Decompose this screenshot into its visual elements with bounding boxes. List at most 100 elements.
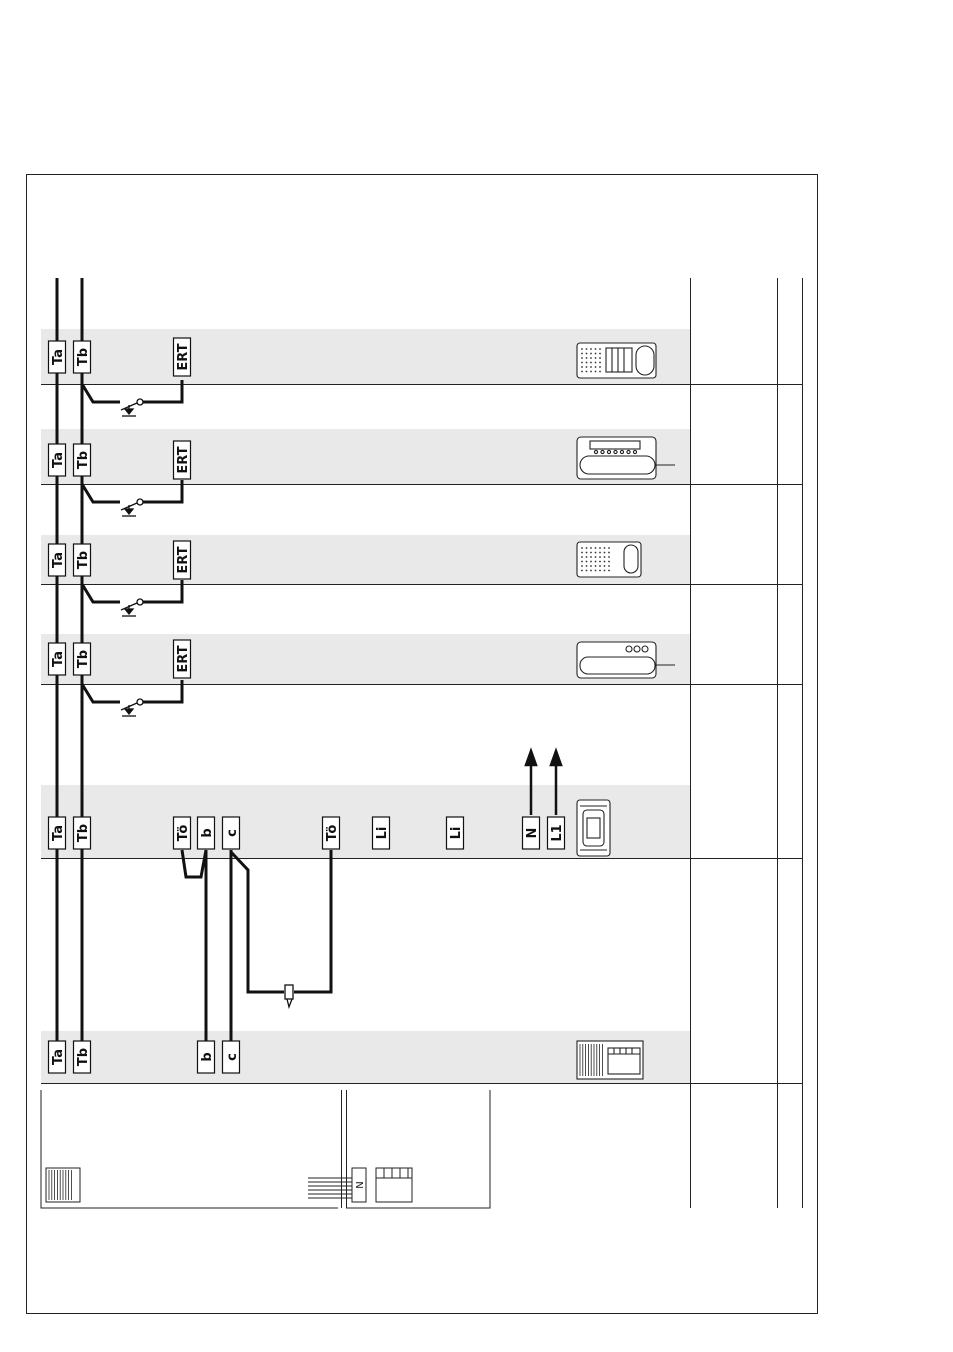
speaker-dot — [599, 556, 601, 558]
module-icon — [375, 1167, 413, 1203]
speaker-dot — [599, 560, 601, 563]
terminal-box — [445, 816, 465, 850]
door-opener-icon — [284, 984, 294, 1010]
terminal-tb: Tb — [72, 340, 92, 374]
speaker-dot — [585, 352, 588, 355]
speaker-dot — [608, 565, 610, 567]
speaker-dot — [599, 361, 601, 364]
ert-wire-row-3 — [80, 583, 120, 604]
terminal-box — [72, 816, 92, 850]
terminal-ert: ERT — [172, 440, 192, 480]
speaker-dot — [581, 352, 583, 355]
outer-frame — [26, 174, 818, 1314]
speaker-dot — [581, 551, 583, 554]
terminal-label: Ta — [51, 552, 66, 568]
terminal-box — [196, 816, 216, 850]
terminal-box — [72, 340, 92, 374]
terminal-box — [47, 543, 67, 577]
terminal-c: c — [221, 1040, 241, 1074]
speaker-dot — [581, 348, 583, 350]
button-dot — [619, 449, 625, 455]
terminal-box — [221, 1040, 241, 1074]
terminal-label: ERT — [176, 645, 191, 672]
n-terminal-box — [351, 1167, 367, 1203]
terminal-tb: Tb — [72, 443, 92, 477]
terminal-b: b — [196, 1040, 216, 1074]
terminal-box — [221, 816, 241, 850]
terminal-box — [72, 543, 92, 577]
terminal-box — [47, 340, 67, 374]
button-dot — [626, 449, 631, 455]
cable-bundle — [308, 1177, 352, 1199]
speaker-dot — [585, 547, 588, 549]
switch-icon — [120, 498, 144, 517]
speaker-dot — [594, 370, 597, 373]
terminal-ta: Ta — [47, 543, 67, 577]
terminal-label: Li — [375, 827, 390, 840]
speaker-dot — [599, 366, 601, 368]
speaker-dot — [585, 348, 588, 350]
speaker-dot — [599, 565, 601, 567]
terminal-label: b — [200, 828, 215, 837]
speaker-dot — [585, 565, 588, 567]
bottom-detail — [40, 1090, 491, 1209]
terminal-label: Tö — [325, 825, 340, 842]
speaker-dot — [590, 357, 592, 359]
terminal-ta: Ta — [47, 642, 67, 676]
mains-arrows — [524, 747, 563, 815]
speaker-dot — [603, 556, 606, 558]
switch-symbols — [120, 398, 144, 717]
power-supply-icon — [576, 799, 611, 857]
speaker-dot — [585, 551, 588, 554]
speaker-dot — [599, 569, 601, 572]
wire-c-to-opener — [229, 850, 284, 994]
speaker-dot — [608, 556, 610, 558]
speaker-dot — [594, 361, 597, 364]
terminal-ta: Ta — [47, 443, 67, 477]
speaker-dot — [590, 569, 592, 572]
ert-wiring — [80, 380, 184, 704]
terminal-box — [172, 337, 192, 377]
terminal-tb: Tb — [72, 543, 92, 577]
speaker-dot — [603, 569, 606, 572]
terminal-label: ERT — [176, 343, 191, 370]
terminal-box — [47, 816, 67, 850]
terminal-box — [47, 443, 67, 477]
speaker-dot — [603, 547, 606, 549]
terminal-ert: ERT — [172, 337, 192, 377]
speaker-dot — [599, 348, 601, 350]
terminal-label: Ta — [51, 452, 66, 468]
speaker-dot — [581, 370, 583, 373]
speaker-dot — [594, 556, 597, 558]
terminal-ta: Ta — [47, 1040, 67, 1074]
terminal-to2: Tö — [321, 816, 341, 850]
terminal-li2: Li — [445, 816, 465, 850]
terminal-box — [521, 816, 541, 850]
speaker-dot — [585, 560, 588, 563]
switch-icon — [120, 398, 144, 417]
handset-display-icon — [576, 436, 675, 480]
terminal-tb: Tb — [72, 642, 92, 676]
speaker-dot — [581, 565, 583, 567]
terminal-label: Ta — [51, 651, 66, 667]
terminal-box — [321, 816, 341, 850]
speaker-dot — [608, 551, 610, 554]
speaker-dot — [581, 357, 583, 359]
speaker-dot — [594, 547, 597, 549]
speaker-dot — [608, 569, 610, 572]
button-dot — [613, 449, 618, 455]
intercom-speaker-icon — [576, 541, 642, 578]
speaker-dot — [603, 551, 606, 554]
terminal-ta: Ta — [47, 816, 67, 850]
speaker-dot — [594, 560, 597, 563]
speaker-dot — [594, 366, 597, 368]
terminal-label: L1 — [550, 824, 565, 841]
terminal-to1: Tö — [172, 816, 192, 850]
terminal-box — [72, 642, 92, 676]
terminal-box — [371, 816, 391, 850]
speaker-dot — [603, 560, 606, 563]
speaker-dot — [599, 357, 601, 359]
speaker-dot — [581, 556, 583, 558]
speaker-dot — [581, 366, 583, 368]
